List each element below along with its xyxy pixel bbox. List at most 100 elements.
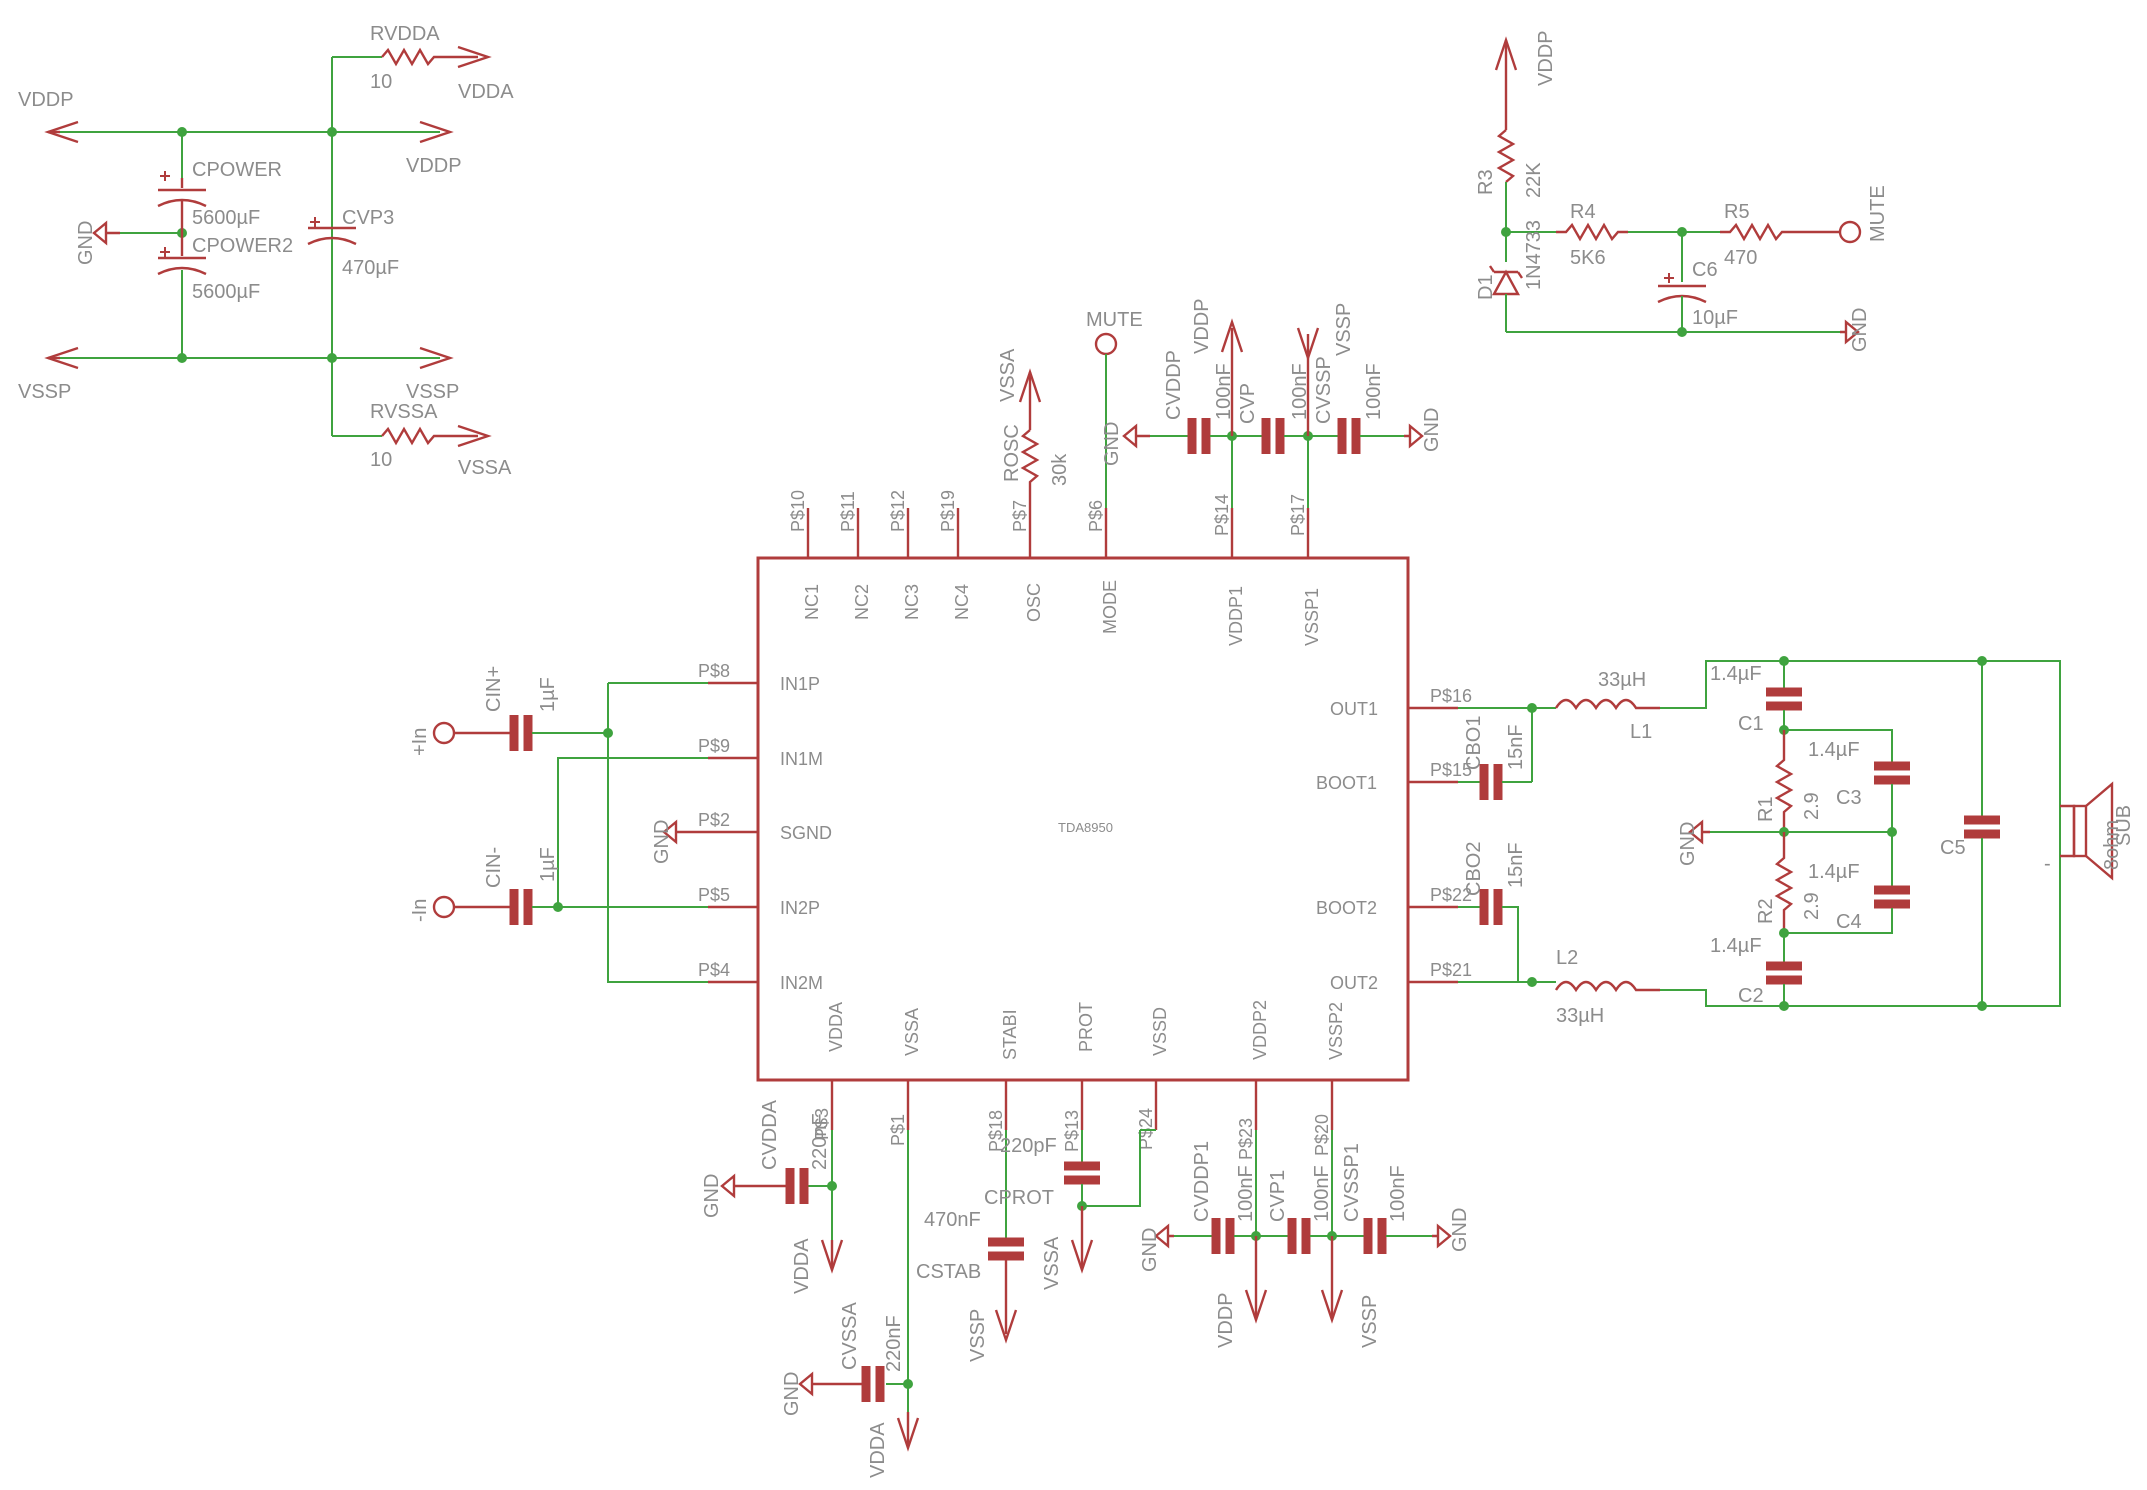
vssp-right-arrow-icon <box>419 346 454 370</box>
pad-label: P$10 <box>788 490 808 532</box>
l2-value: 33µH <box>1556 1005 1604 1027</box>
cstab-vssp-label: VSSP <box>967 1309 989 1362</box>
cin-plus-value: 1µF <box>537 677 559 712</box>
c3-value: 1.4µF <box>1808 739 1860 761</box>
pad-label: P$12 <box>888 490 908 532</box>
cvssa-vdda-label: VDDA <box>867 1422 889 1478</box>
cprot-vssa-label: VSSA <box>1041 1236 1063 1290</box>
pad-label: P$16 <box>1430 686 1472 706</box>
right-pin-out1: P$16 OUT1 <box>1330 686 1472 719</box>
cin-plus-label: CIN+ <box>483 666 505 712</box>
top-pin-nc2: P$11 NC2 <box>838 491 872 620</box>
r1-label: R1 <box>1755 796 1777 822</box>
cvdda-vdda-label: VDDA <box>791 1238 813 1294</box>
gnd-symbol-icon <box>720 1173 740 1199</box>
top-pin-mode: P$6 MODE <box>1086 500 1120 634</box>
pad-label: P$8 <box>698 661 730 681</box>
diode-icon <box>1489 265 1523 296</box>
vssp-left-label: VSSP <box>18 381 71 403</box>
out-gnd-label: GND <box>1677 822 1699 866</box>
pin-name: IN1M <box>780 749 823 769</box>
r5-value: 470 <box>1724 247 1757 269</box>
pin-name: NC4 <box>952 584 972 620</box>
vddp-up-arrow-icon <box>1220 318 1244 353</box>
cbo2-capacitor <box>1479 889 1503 925</box>
c4-capacitor <box>1874 885 1910 909</box>
tda8950-chip: TDA8950 P$10 NC1 P$11 NC2 P$12 NC3 P$19 … <box>690 490 1472 1160</box>
l1-value: 33µH <box>1598 669 1646 691</box>
pin-name: VDDP1 <box>1226 586 1246 646</box>
in-minus-label: -In <box>409 899 431 922</box>
top-pin-nc4: P$19 NC4 <box>938 490 972 620</box>
output-network: CBO1 15nF CBO2 15nF 33µH L1 L2 33µH 1.4µ… <box>1458 656 2135 1027</box>
pad-label: P$4 <box>698 960 730 980</box>
pad-label: P$5 <box>698 885 730 905</box>
pin-name: BOOT2 <box>1316 898 1377 918</box>
bottom-pin-prot: PROT P$13 <box>1062 1002 1096 1152</box>
mute-vddp-label: VDDP <box>1535 30 1557 86</box>
r4-label: R4 <box>1570 201 1596 223</box>
pad-label: P$11 <box>838 491 858 532</box>
vddp-left-label: VDDP <box>18 89 74 111</box>
r2-resistor <box>1774 832 1794 933</box>
c5-label: C5 <box>1940 837 1966 859</box>
cbo1-capacitor <box>1479 764 1503 800</box>
rvssa-label: RVSSA <box>370 401 438 423</box>
pad-label: P$13 <box>1062 1110 1082 1152</box>
c2-label: C2 <box>1738 985 1764 1007</box>
left-pin-in2m: P$4 IN2M <box>698 960 823 993</box>
cvp1-capacitor <box>1287 1218 1311 1254</box>
cvddp-capacitor <box>1187 418 1211 454</box>
cvssa-gnd-label: GND <box>781 1372 803 1416</box>
cpower-label: CPOWER <box>192 159 282 181</box>
cvp3-value: 470µF <box>342 257 399 279</box>
right-pin-boot1: P$15 BOOT1 <box>1316 760 1472 793</box>
chip-bottom-network: CVDDA 220nF GND VDDA CVSSA 220nF GND VDD… <box>701 1099 1471 1478</box>
cstab-label: CSTAB <box>916 1261 981 1283</box>
pin-name: STABI <box>1000 1009 1020 1060</box>
c3-label: C3 <box>1836 787 1862 809</box>
pin-name: VSSP1 <box>1302 588 1322 646</box>
vssp-down-arrow-icon <box>1320 1289 1344 1324</box>
cvssp1-label: CVSSP1 <box>1341 1143 1363 1222</box>
cpower2-value: 5600µF <box>192 281 260 303</box>
pad-label: P$18 <box>986 1110 1006 1152</box>
pin-name: OSC <box>1024 583 1044 622</box>
cin-minus-capacitor <box>509 889 533 925</box>
speaker-minus: - <box>2044 853 2051 875</box>
pad-label: P$23 <box>1236 1118 1256 1160</box>
cvddp1-label: CVDDP1 <box>1191 1141 1213 1222</box>
l1-inductor <box>1554 698 1660 711</box>
speaker-value: 8ohm <box>2101 820 2123 870</box>
cvp-capacitor <box>1261 418 1285 454</box>
top-vddp-label: VDDP <box>1191 298 1213 354</box>
left-pin-in2p: P$5 IN2P <box>698 885 820 918</box>
cvssp-label: CVSSP <box>1313 356 1335 424</box>
cvssp-capacitor <box>1337 418 1361 454</box>
cpower2-capacitor <box>157 256 207 276</box>
cprot-value: 220pF <box>1000 1135 1057 1157</box>
speaker-label: SUB <box>2113 805 2135 846</box>
bottom-pin-stabi: STABI P$18 <box>986 1009 1020 1152</box>
top-mute-label: MUTE <box>1086 309 1143 331</box>
pad-label: P$21 <box>1430 960 1472 980</box>
c1-label: C1 <box>1738 713 1764 735</box>
vdda-down-arrow-icon <box>820 1239 844 1274</box>
cvssa-label: CVSSA <box>839 1302 861 1370</box>
cvdda-value: 220nF <box>809 1113 831 1170</box>
top-pin-nc1: P$10 NC1 <box>788 490 822 620</box>
top-gnd1-label: GND <box>1101 422 1123 466</box>
gnd-symbol-icon <box>798 1371 818 1397</box>
pin-name: PROT <box>1076 1002 1096 1052</box>
cin-plus-capacitor <box>509 715 533 751</box>
pad-label: P$7 <box>1010 500 1030 532</box>
vssp-down-arrow-icon <box>1296 327 1320 362</box>
pad-label: P$22 <box>1430 885 1472 905</box>
c2-capacitor <box>1766 961 1802 985</box>
cprot-label: CPROT <box>984 1187 1054 1209</box>
rvdda-label: RVDDA <box>370 23 440 45</box>
bottom-pin-vddp2: VDDP2 P$23 <box>1236 1000 1270 1160</box>
vdda-net-label: VDDA <box>458 81 514 103</box>
gnd-symbol-icon <box>662 819 690 845</box>
left-pin-in1m: P$9 IN1M <box>698 736 823 769</box>
